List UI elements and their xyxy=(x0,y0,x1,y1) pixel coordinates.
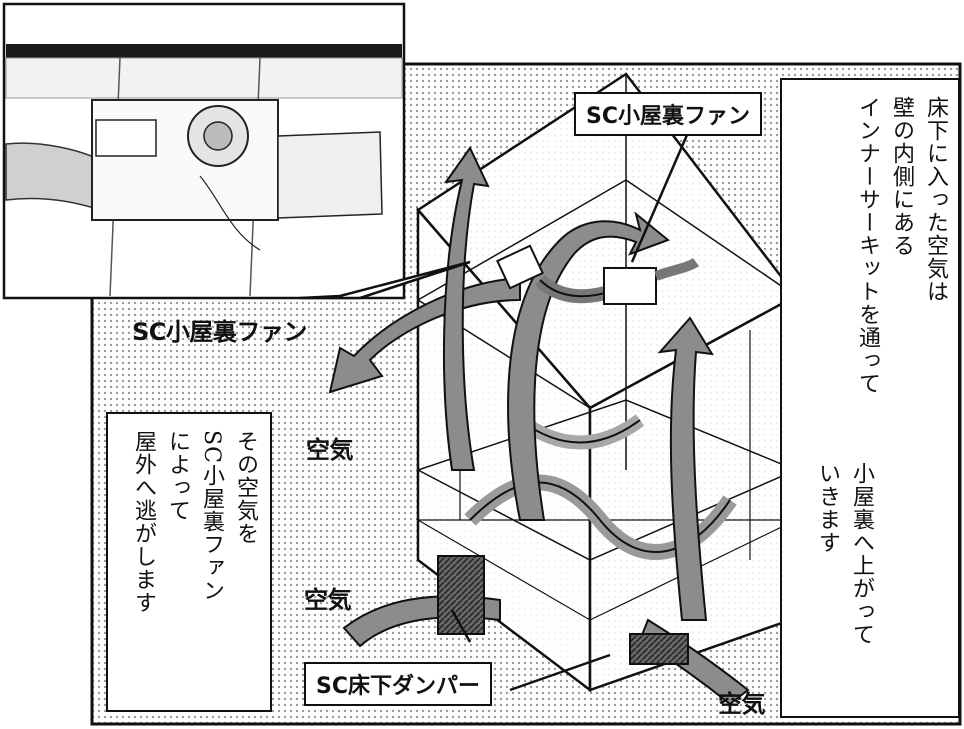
right-text-line-1: 床下に入った空気は xyxy=(923,96,948,303)
inset-fan-box xyxy=(91,99,279,221)
left-explanation-box xyxy=(106,412,272,712)
right-explanation-lower: 小屋裏へ上がって いきます xyxy=(800,462,874,702)
photo-caption: SC小屋裏ファン xyxy=(132,318,307,346)
air-label-bottom-right: 空気 xyxy=(718,690,766,718)
left-text-line-4: 屋外へ逃がします xyxy=(131,430,156,614)
right-text-line-2: 壁の内側にある xyxy=(889,96,914,257)
air-label-left-bottom: 空気 xyxy=(304,586,352,614)
arrow-rise-left xyxy=(442,146,490,471)
air-label-left-top: 空気 xyxy=(306,436,354,464)
leader-lines xyxy=(450,127,692,692)
attic-fan-unit xyxy=(496,244,699,305)
left-text-line-1: その空気を xyxy=(233,430,258,545)
left-explanation-text: その空気を SC小屋裏ファン によって 屋外へ逃がします xyxy=(116,430,258,700)
right-lower-line-1: 小屋裏へ上がって xyxy=(849,462,874,646)
right-explanation-upper: 床下に入った空気は 壁の内側にある インナーサーキットを通って xyxy=(838,96,948,396)
right-text-line-3: インナーサーキットを通って xyxy=(855,96,880,395)
floor-damper-right xyxy=(629,633,689,665)
inset-photo xyxy=(2,2,471,300)
arrow-rise-right xyxy=(657,316,714,621)
floor-damper-left xyxy=(437,555,485,635)
right-explanation-box xyxy=(780,78,960,718)
left-text-line-3: によって xyxy=(165,430,190,522)
fan-callout-label: SC小屋裏ファン xyxy=(574,92,762,136)
right-lower-line-2: いきます xyxy=(815,462,840,554)
left-text-line-2: SC小屋裏ファン xyxy=(199,430,224,602)
damper-callout-label: SC床下ダンパー xyxy=(304,662,492,706)
